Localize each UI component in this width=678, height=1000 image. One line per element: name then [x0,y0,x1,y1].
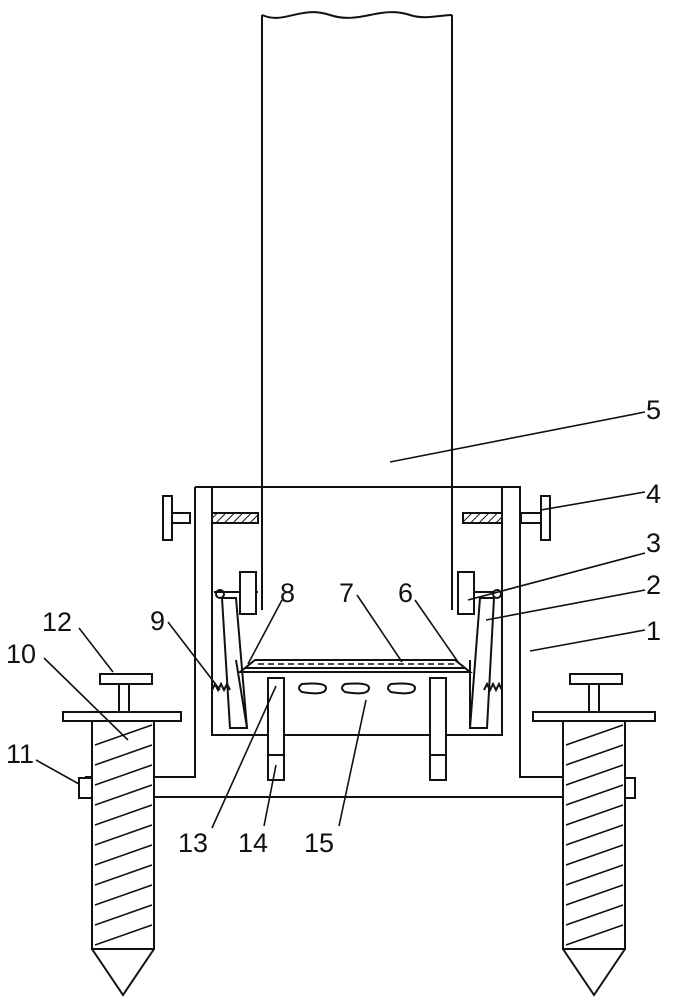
left-clamp-jaw [211,571,258,729]
label-14: 14 [238,828,268,858]
left-clamp-screw [162,495,259,541]
right-clamp-jaw [457,571,503,729]
label-10: 10 [6,639,36,669]
leader-lines [35,411,646,829]
label-12: 12 [42,607,72,637]
label-13: 13 [178,828,208,858]
label-11: 11 [6,739,34,769]
reference-labels: 1 2 3 4 5 6 7 8 9 10 11 12 13 14 15 [6,395,661,858]
label-8: 8 [280,578,295,608]
label-2: 2 [646,570,661,600]
label-5: 5 [646,395,661,425]
label-7: 7 [339,578,354,608]
column [261,11,453,610]
right-ground-anchor [532,673,656,997]
left-ground-anchor [62,673,182,997]
label-4: 4 [646,479,661,509]
springs [298,682,417,695]
label-6: 6 [398,578,413,608]
label-15: 15 [304,828,334,858]
label-1: 1 [646,616,661,646]
label-9: 9 [150,606,165,636]
support-plate [237,659,473,673]
right-clamp-screw [462,495,551,541]
guide-rods [267,677,447,781]
label-3: 3 [646,528,661,558]
